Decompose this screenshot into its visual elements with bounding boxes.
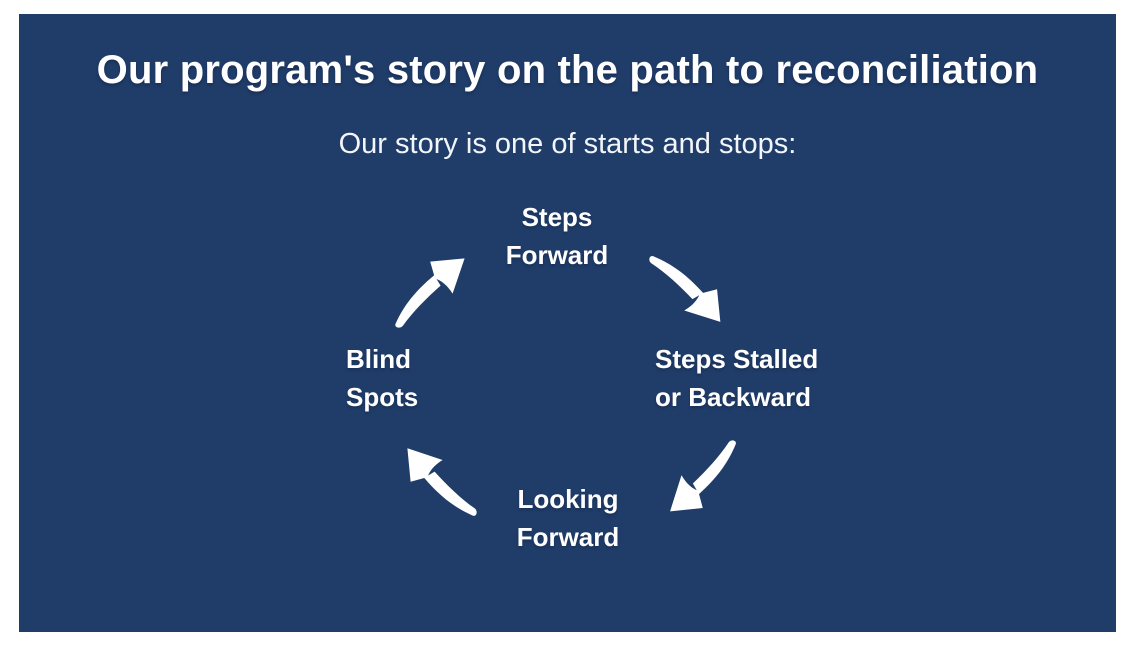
cycle-diagram: Steps Forward Steps Stalled or Backward … xyxy=(19,14,1116,632)
cycle-node-blind-spots: Blind Spots xyxy=(346,340,418,416)
node-label-line: Steps xyxy=(521,202,593,232)
node-label-line: Forward xyxy=(505,240,609,270)
cycle-node-steps-forward: Steps Forward xyxy=(447,198,667,274)
node-label-line: Blind xyxy=(346,344,411,374)
arrow-up-left-icon xyxy=(397,442,477,520)
arrow-down-right-icon xyxy=(649,252,731,328)
node-label-line: Forward xyxy=(516,522,620,552)
slide-canvas: Our program's story on the path to recon… xyxy=(19,14,1116,632)
node-label-line: Looking xyxy=(517,484,619,514)
node-label-line: Spots xyxy=(346,382,419,412)
cycle-node-steps-stalled-or-backward: Steps Stalled or Backward xyxy=(655,340,818,416)
node-label-line: or Backward xyxy=(655,382,812,412)
arrow-down-left-icon xyxy=(664,440,740,522)
slide-title: Our program's story on the path to recon… xyxy=(96,48,1039,92)
arrow-up-right-icon xyxy=(391,248,471,328)
cycle-node-looking-forward: Looking Forward xyxy=(458,480,678,556)
slide-subtitle: Our story is one of starts and stops: xyxy=(338,128,797,160)
node-label-line: Steps Stalled xyxy=(655,344,819,374)
